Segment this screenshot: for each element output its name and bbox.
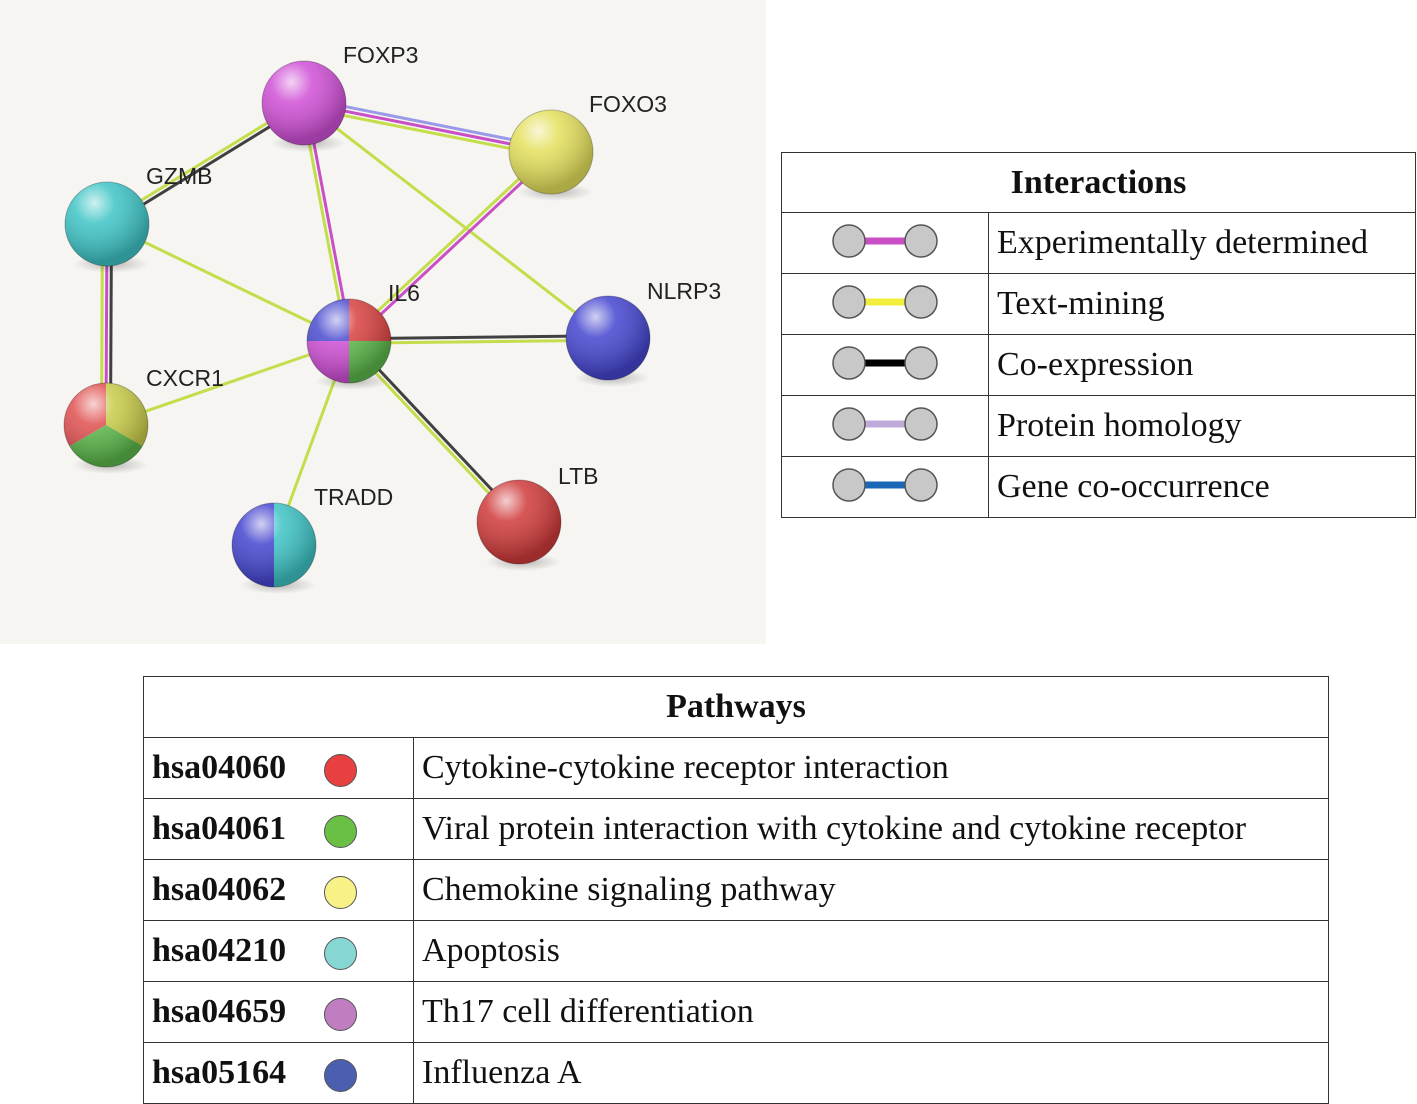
pathways-title: Pathways bbox=[143, 676, 1329, 738]
pathway-color-dot bbox=[324, 753, 357, 787]
edge-symbol-node bbox=[904, 406, 938, 441]
edge-symbol-node bbox=[904, 467, 938, 502]
edge-il6-cxcr1-textmining bbox=[105, 339, 350, 427]
interaction-symbol bbox=[781, 273, 989, 335]
node-nlrp3[interactable]: NLRP3 bbox=[565, 278, 721, 387]
pathway-row: hsa04659 Th17 cell differentiation bbox=[143, 981, 1329, 1043]
edge-symbol-icon bbox=[832, 284, 938, 319]
pathway-description: Influenza A bbox=[413, 1042, 1329, 1104]
edge-symbol-icon bbox=[832, 345, 938, 380]
edge-symbol-icon bbox=[832, 467, 938, 502]
pathway-description: Viral protein interaction with cytokine … bbox=[413, 798, 1329, 860]
interaction-row: Text-mining bbox=[781, 273, 1416, 335]
interaction-row: Experimentally determined bbox=[781, 212, 1416, 274]
interaction-symbol bbox=[781, 395, 989, 457]
interaction-label: Experimentally determined bbox=[988, 212, 1416, 274]
edge-symbol-node bbox=[832, 406, 866, 441]
node-ltb[interactable]: LTB bbox=[476, 463, 598, 571]
pathway-id-cell: hsa05164 bbox=[143, 1042, 414, 1104]
pathway-description: Cytokine-cytokine receptor interaction bbox=[413, 737, 1329, 799]
pathways-table: Pathways hsa04060 Cytokine-cytokine recep… bbox=[143, 676, 1329, 1104]
edge-foxo3-il6-experimental bbox=[349, 152, 554, 344]
edge-symbol-node bbox=[832, 223, 866, 258]
pathway-color-dot bbox=[324, 875, 357, 909]
edge-foxo3-il6-textmining bbox=[346, 149, 551, 341]
node-highlight bbox=[306, 298, 392, 384]
interaction-label: Protein homology bbox=[988, 395, 1416, 457]
node-highlight bbox=[565, 295, 651, 381]
edge-symbol-node bbox=[832, 467, 866, 502]
pathway-description: Th17 cell differentiation bbox=[413, 981, 1329, 1043]
pathway-id-cell: hsa04060 bbox=[143, 737, 414, 799]
node-foxo3[interactable]: FOXO3 bbox=[508, 91, 667, 201]
pathway-id: hsa04060 bbox=[152, 749, 287, 786]
pathway-row: hsa04061 Viral protein interaction with c… bbox=[143, 798, 1329, 860]
interaction-row: Co-expression bbox=[781, 334, 1416, 396]
node-label: FOXO3 bbox=[589, 91, 667, 117]
edge-foxp3-foxo3-textmining bbox=[302, 105, 551, 158]
pathway-description: Chemokine signaling pathway bbox=[413, 859, 1329, 921]
edge-symbol-node bbox=[904, 345, 938, 380]
pathway-row: hsa05164 Influenza A bbox=[143, 1042, 1329, 1104]
node-label: CXCR1 bbox=[146, 365, 224, 391]
edge-symbol-node bbox=[904, 284, 938, 319]
edge-symbol-icon bbox=[832, 406, 938, 441]
pathway-color-dot bbox=[324, 997, 357, 1031]
pathway-id: hsa04061 bbox=[152, 810, 287, 847]
node-il6[interactable]: IL6 bbox=[306, 280, 420, 390]
pathway-description: Apoptosis bbox=[413, 920, 1329, 982]
pathway-color-dot bbox=[324, 936, 357, 970]
pathway-row: hsa04060 Cytokine-cytokine receptor inter… bbox=[143, 737, 1329, 799]
edge-foxp3-nlrp3-textmining bbox=[303, 101, 609, 340]
edge-foxp3-foxo3-homology bbox=[304, 97, 553, 150]
node-highlight bbox=[63, 382, 149, 468]
edge-gzmb-il6-textmining bbox=[106, 222, 350, 343]
edge-symbol-node bbox=[832, 284, 866, 319]
pathway-color-dot bbox=[324, 814, 357, 848]
pathway-id-cell: hsa04062 bbox=[143, 859, 414, 921]
node-gzmb[interactable]: GZMB bbox=[64, 163, 212, 273]
pathway-id-cell: hsa04061 bbox=[143, 798, 414, 860]
node-label: LTB bbox=[558, 463, 598, 489]
node-label: FOXP3 bbox=[343, 42, 418, 68]
pathway-id: hsa04062 bbox=[152, 871, 287, 908]
pathway-row: hsa04062 Chemokine signaling pathway bbox=[143, 859, 1329, 921]
node-foxp3[interactable]: FOXP3 bbox=[261, 42, 418, 152]
node-cxcr1[interactable]: CXCR1 bbox=[63, 365, 224, 474]
interaction-symbol bbox=[781, 212, 989, 274]
interaction-row: Protein homology bbox=[781, 395, 1416, 457]
edge-symbol-node bbox=[904, 223, 938, 258]
pathway-id: hsa05164 bbox=[152, 1054, 287, 1091]
node-highlight bbox=[231, 502, 317, 588]
interaction-label: Gene co-occurrence bbox=[988, 456, 1416, 518]
edge-il6-nlrp3-textmining bbox=[349, 338, 609, 345]
node-label: IL6 bbox=[388, 280, 420, 306]
edge-il6-nlrp3-coexpression bbox=[348, 334, 608, 341]
pathway-id: hsa04210 bbox=[152, 932, 287, 969]
node-highlight bbox=[261, 60, 347, 146]
interaction-symbol bbox=[781, 334, 989, 396]
interaction-row: Gene co-occurrence bbox=[781, 456, 1416, 518]
node-highlight bbox=[64, 181, 150, 267]
edge-symbol-icon bbox=[832, 223, 938, 258]
node-label: NLRP3 bbox=[647, 278, 721, 304]
pathway-id-cell: hsa04659 bbox=[143, 981, 414, 1043]
pathway-id: hsa04659 bbox=[152, 993, 287, 1030]
node-tradd[interactable]: TRADD bbox=[231, 484, 393, 594]
node-label: TRADD bbox=[314, 484, 393, 510]
interaction-label: Text-mining bbox=[988, 273, 1416, 335]
pathway-id-cell: hsa04210 bbox=[143, 920, 414, 982]
edge-symbol-node bbox=[832, 345, 866, 380]
node-highlight bbox=[476, 479, 562, 565]
interaction-label: Co-expression bbox=[988, 334, 1416, 396]
node-label: GZMB bbox=[146, 163, 212, 189]
pathway-row: hsa04210 Apoptosis bbox=[143, 920, 1329, 982]
interactions-title: Interactions bbox=[781, 152, 1416, 213]
pathway-color-dot bbox=[324, 1058, 357, 1092]
node-highlight bbox=[508, 109, 594, 195]
interaction-symbol bbox=[781, 456, 989, 518]
